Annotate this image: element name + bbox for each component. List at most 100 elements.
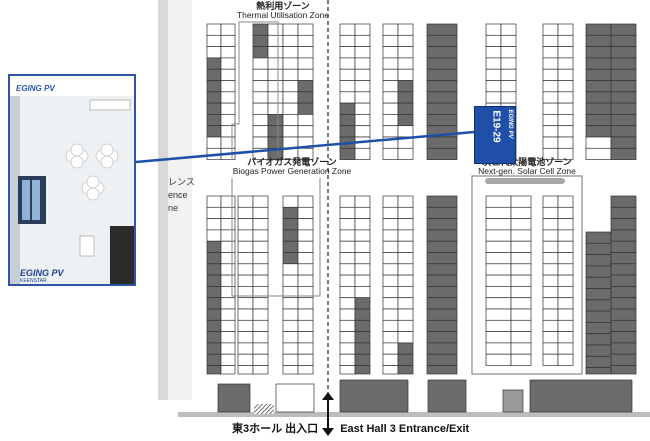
booth-cell	[339, 80, 356, 93]
booth-cell	[382, 319, 399, 332]
booth-cell	[220, 102, 236, 115]
booth-cell	[557, 319, 574, 332]
solar-zone-en: Next-gen. Solar Cell Zone	[478, 166, 576, 177]
booth-cell	[220, 57, 236, 70]
booth-cell	[354, 263, 371, 276]
booth-cell	[485, 34, 502, 47]
booth-render-illustration	[10, 76, 134, 284]
booth-cell	[557, 331, 574, 344]
booth-cell	[282, 229, 299, 242]
booth-cell	[252, 252, 269, 265]
booth-cell	[220, 331, 236, 344]
booth-cell	[206, 34, 222, 47]
booth-cell	[542, 319, 559, 332]
booth-cell	[585, 125, 612, 138]
booth-cell	[557, 297, 574, 310]
booth-cell	[397, 286, 414, 299]
booth-cell	[510, 229, 532, 242]
booth-cell	[485, 319, 512, 332]
booth-cell	[237, 263, 254, 276]
booth-cell	[510, 240, 532, 253]
booth-cell	[297, 308, 314, 321]
booth-cell	[339, 46, 356, 59]
booth-cell	[237, 195, 254, 208]
booth-cell	[354, 365, 371, 375]
booth-cell	[297, 91, 314, 104]
booth-cell	[354, 319, 371, 332]
booth-cell	[339, 125, 356, 138]
booth-cell	[206, 102, 222, 115]
booth-cell	[610, 102, 637, 115]
booth-cell	[542, 195, 559, 208]
booth-cell	[206, 23, 222, 36]
booth-cell	[382, 353, 399, 366]
booth-cell	[382, 252, 399, 265]
booth-cell	[339, 353, 356, 366]
booth-cell	[252, 114, 269, 127]
booth-cell	[557, 240, 574, 253]
thermal-zone-jp: 熱利用ゾーン	[256, 1, 310, 11]
booth-cell	[500, 57, 517, 70]
booth-cell	[206, 57, 222, 70]
highlighted-booth[interactable]: E19-29 EGING PV	[474, 106, 516, 164]
booth-cell	[354, 46, 371, 59]
bottom-booth	[427, 379, 467, 413]
booth-cell	[585, 80, 612, 93]
booth-cell	[610, 229, 637, 242]
booth-cell	[426, 91, 458, 104]
booth-cell	[510, 353, 532, 366]
booth-cell	[339, 308, 356, 321]
booth-cell	[397, 57, 414, 70]
booth-cell	[585, 114, 612, 127]
booth-cell	[252, 297, 269, 310]
booth-cell	[339, 23, 356, 36]
booth-cell	[610, 114, 637, 127]
booth-cell	[282, 206, 299, 219]
booth-cell	[252, 319, 269, 332]
booth-cell	[542, 23, 559, 36]
booth-cell	[382, 80, 399, 93]
booth-cell	[282, 308, 299, 321]
booth-cell	[297, 252, 314, 265]
booth-cell	[354, 274, 371, 287]
booth-cell	[297, 80, 314, 93]
booth-cell	[297, 46, 314, 59]
booth-cell	[252, 57, 269, 70]
booth-cell	[397, 147, 414, 160]
booth-cell	[252, 240, 269, 253]
booth-cell	[585, 68, 612, 81]
bottom-booth	[217, 383, 251, 413]
booth-cell	[557, 80, 574, 93]
booth-cell	[426, 23, 458, 36]
booth-cell	[382, 365, 399, 375]
booth-cell	[206, 331, 222, 344]
booth-cell	[354, 308, 371, 321]
booth-cell	[557, 136, 574, 149]
booth-cell	[426, 34, 458, 47]
booth-cell	[610, 125, 637, 138]
booth-cell	[500, 80, 517, 93]
booth-cell	[220, 91, 236, 104]
booth-cell	[542, 240, 559, 253]
booth-cell	[485, 308, 512, 321]
booth-cell	[297, 195, 314, 208]
booth-cell	[206, 342, 222, 355]
booth-cell	[510, 263, 532, 276]
booth-cell	[382, 240, 399, 253]
booth-cell	[557, 263, 574, 276]
booth-cell	[237, 297, 254, 310]
booth-cell	[585, 23, 612, 36]
booth-cell	[282, 342, 299, 355]
booth-cell	[354, 125, 371, 138]
booth-cell	[510, 218, 532, 231]
booth-cell	[220, 342, 236, 355]
booth-cell	[382, 218, 399, 231]
booth-cell	[382, 91, 399, 104]
booth-cell	[282, 218, 299, 231]
booth-cell	[252, 91, 269, 104]
booth-cell	[267, 125, 284, 138]
booth-cell	[585, 34, 612, 47]
booth-cell	[354, 342, 371, 355]
booth-cell	[382, 206, 399, 219]
booth-cell	[426, 218, 458, 231]
